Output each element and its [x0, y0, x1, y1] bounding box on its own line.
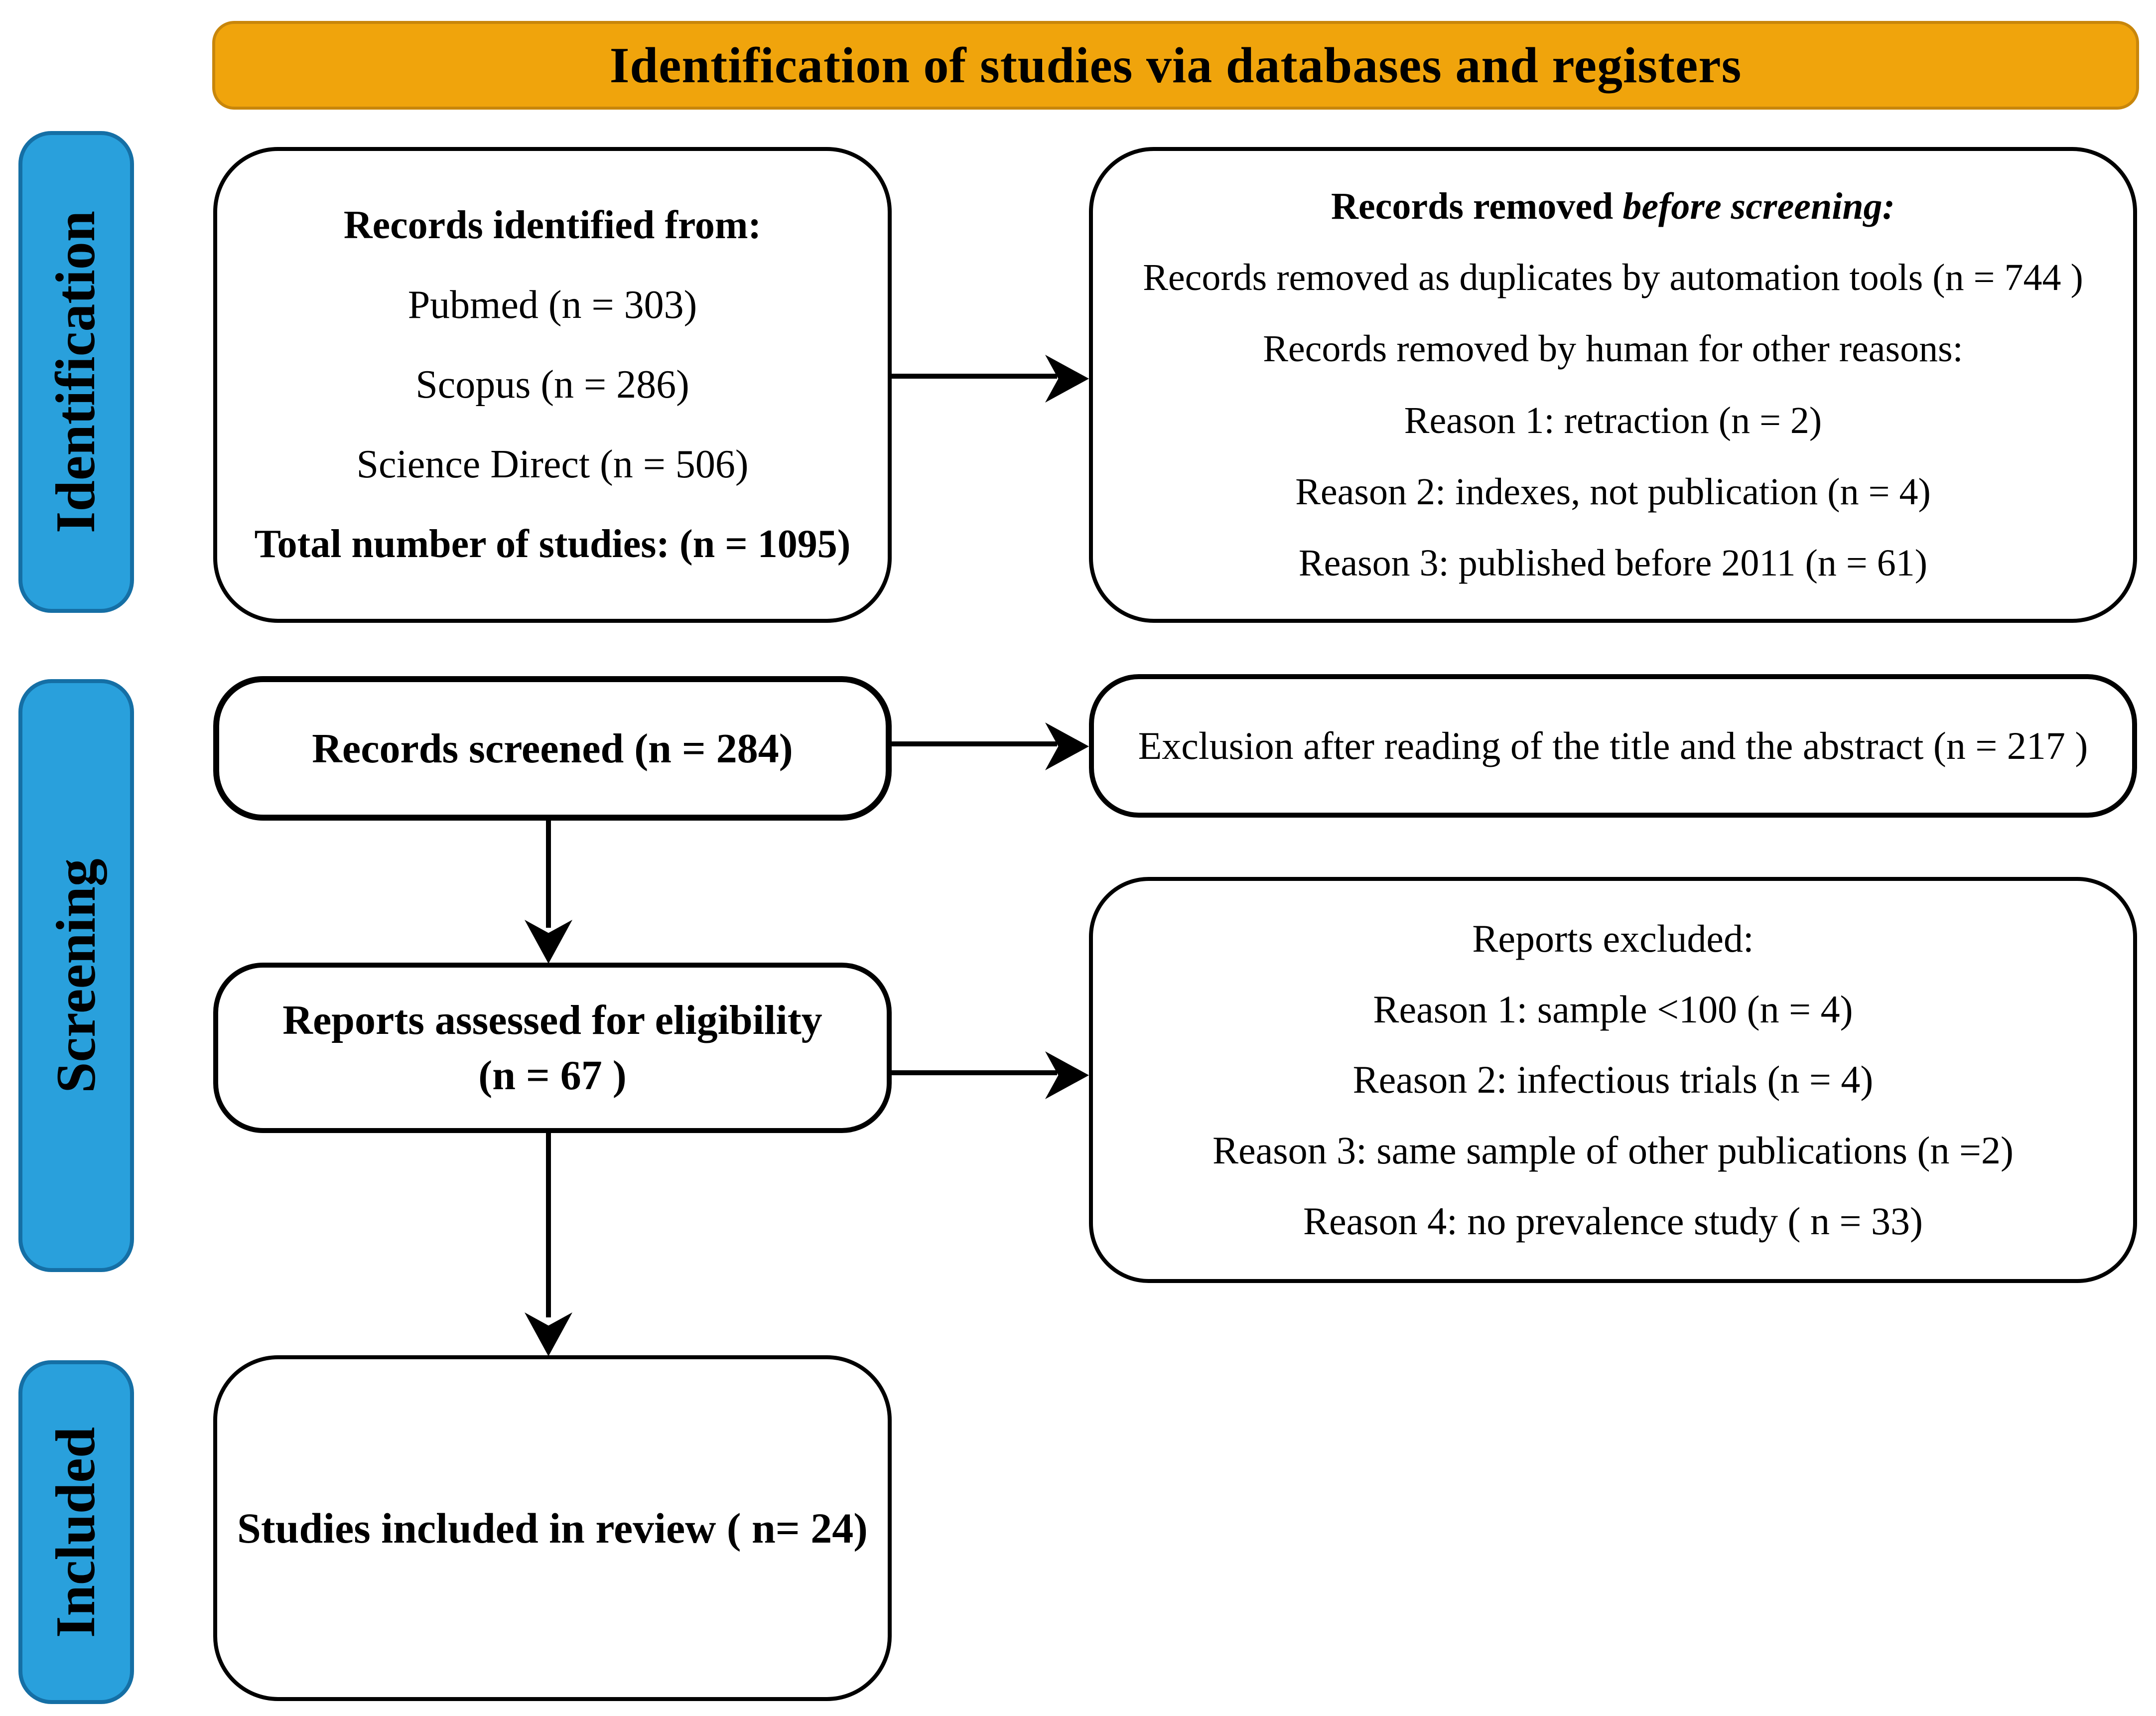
records-screened-label: Records screened (n = 284) [312, 725, 793, 772]
records-removed-duplicates: Records removed as duplicates by automat… [1143, 257, 2083, 299]
box-reports-excluded: Reports excluded: Reason 1: sample <100 … [1089, 877, 2137, 1283]
reports-excluded-reason-3: Reason 3: same sample of other publicati… [1213, 1129, 2014, 1172]
reports-assessed-line1: Reports assessed for eligibility [282, 997, 822, 1043]
stage-screening: Screening [18, 679, 134, 1272]
reports-excluded-reason-1: Reason 1: sample <100 (n = 4) [1373, 987, 1853, 1031]
reports-excluded-title: Reports excluded: [1472, 916, 1754, 960]
studies-included-label: Studies included in review ( n= 24) [237, 1504, 868, 1552]
records-removed-title-italic: before screening: [1622, 185, 1895, 228]
arrow-line [546, 1133, 551, 1317]
box-reports-assessed: Reports assessed for eligibility (n = 67… [213, 963, 892, 1133]
records-identified-total: Total number of studies: (n = 1095) [254, 522, 851, 566]
box-records-screened: Records screened (n = 284) [213, 676, 892, 821]
stage-included: Included [18, 1360, 134, 1704]
reports-assessed-line2: (n = 67 ) [478, 1052, 627, 1099]
arrowhead-down-icon [525, 1312, 572, 1356]
box-exclusion-title-abstract: Exclusion after reading of the title and… [1089, 674, 2137, 818]
header-title: Identification of studies via databases … [609, 37, 1742, 94]
arrowhead-right-icon [1045, 722, 1089, 770]
arrowhead-right-icon [1045, 1051, 1089, 1099]
stage-identification-label: Identification [45, 210, 107, 534]
box-studies-included: Studies included in review ( n= 24) [213, 1355, 892, 1701]
reports-excluded-reason-4: Reason 4: no prevalence study ( n = 33) [1303, 1199, 1923, 1243]
records-identified-source-pubmed: Pubmed (n = 303) [407, 283, 697, 327]
box-records-removed: Records removed before screening: Record… [1089, 147, 2137, 623]
stage-included-label: Included [45, 1427, 107, 1638]
arrow-line [892, 374, 1057, 379]
records-removed-reason-3: Reason 3: published before 2011 (n = 61) [1298, 542, 1928, 584]
stage-identification: Identification [18, 131, 134, 613]
arrowhead-right-icon [1045, 355, 1089, 403]
records-removed-title: Records removed before screening: [1331, 185, 1895, 228]
records-removed-reason-2: Reason 2: indexes, not publication (n = … [1295, 470, 1931, 513]
records-identified-source-sciencedirect: Science Direct (n = 506) [356, 442, 749, 486]
records-removed-human: Records removed by human for other reaso… [1263, 328, 1963, 370]
box-records-identified: Records identified from: Pubmed (n = 303… [213, 147, 892, 623]
arrow-line [546, 821, 551, 928]
arrow-line [892, 741, 1057, 746]
records-identified-title: Records identified from: [343, 203, 762, 248]
arrow-line [892, 1070, 1057, 1075]
header-banner: Identification of studies via databases … [212, 21, 2139, 110]
stage-screening-label: Screening [45, 858, 107, 1093]
exclusion-label: Exclusion after reading of the title and… [1138, 724, 2088, 767]
records-removed-reason-1: Reason 1: retraction (n = 2) [1404, 399, 1822, 441]
reports-excluded-reason-2: Reason 2: infectious trials (n = 4) [1352, 1058, 1874, 1102]
records-removed-title-normal: Records removed [1331, 185, 1623, 228]
records-identified-source-scopus: Scopus (n = 286) [415, 362, 689, 407]
